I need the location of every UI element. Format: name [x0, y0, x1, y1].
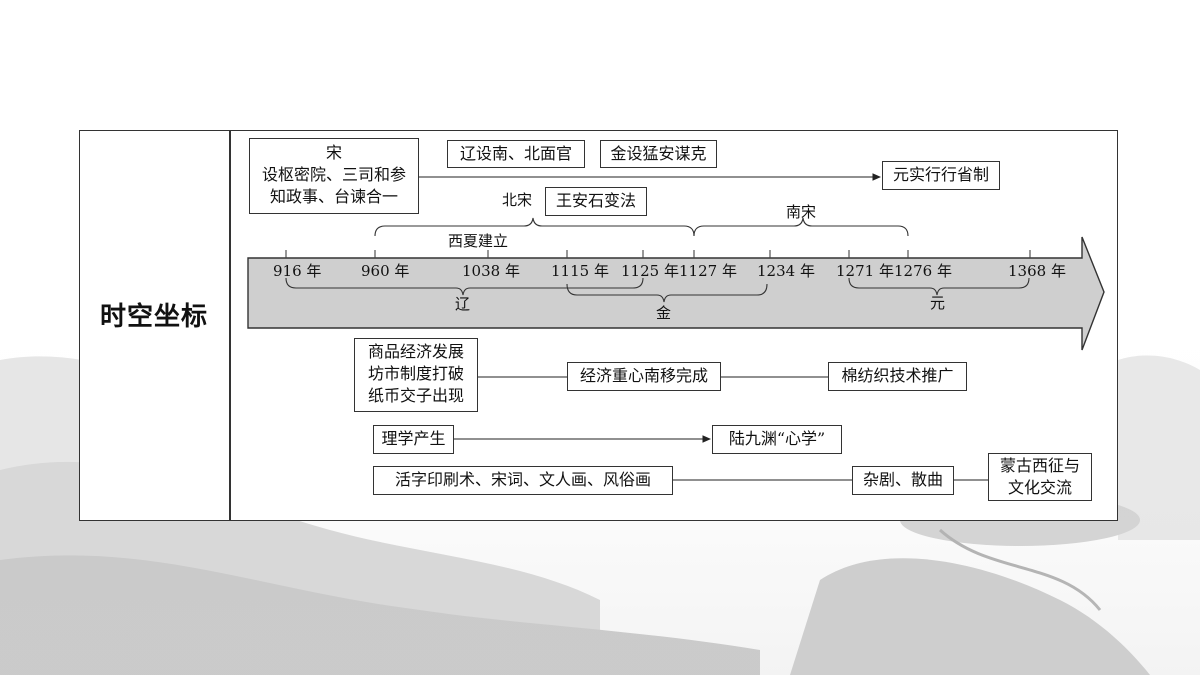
economic-center-shift-text: 经济重心南移完成 — [579, 366, 708, 385]
yuan-label: 元 — [930, 294, 946, 312]
year-ticks — [285, 250, 1031, 258]
year-label: 1368 年 — [1008, 262, 1066, 280]
year-label: 1038 年 — [462, 262, 520, 280]
liao-officials-text: 辽设南、北面官 — [459, 144, 572, 163]
song-institutions-box: 宋 设枢密院、三司和参 知政事、台谏合一 — [249, 138, 419, 214]
yuan-brace — [848, 277, 1030, 296]
year-label: 1127 年 — [679, 262, 737, 280]
lu-jiuyuan-box: 陆九渊“心学” — [712, 425, 842, 454]
column-divider — [229, 130, 231, 521]
liao-label: 辽 — [455, 295, 471, 313]
bei-song-label: 北宋 — [502, 191, 533, 209]
year-label: 1234 年 — [757, 262, 815, 280]
song-arts-text: 活字印刷术、宋词、文人画、风俗画 — [394, 470, 651, 489]
mongol-line-2: 文化交流 — [1007, 478, 1072, 497]
timeline-arrow — [247, 236, 1105, 351]
bei-song-brace — [374, 217, 695, 237]
nan-song-label: 南宋 — [786, 203, 817, 221]
song-institutions-line-1: 设枢密院、三司和参 — [261, 165, 406, 184]
jin-mengan-text: 金设猛安谋克 — [610, 144, 707, 163]
yuan-province-text: 元实行行省制 — [892, 165, 989, 184]
wang-anshi-reform-box: 王安石变法 — [545, 187, 647, 216]
nan-song-brace — [693, 217, 909, 237]
liao-officials-box: 辽设南、北面官 — [447, 140, 585, 168]
song-label: 宋 — [325, 143, 342, 162]
commodity-economy-box: 商品经济发展 坊市制度打破 纸币交子出现 — [354, 338, 478, 412]
neo-confucianism-box: 理学产生 — [373, 425, 454, 454]
mongol-expedition-box: 蒙古西征与 文化交流 — [988, 453, 1092, 501]
zaju-sanqu-box: 杂剧、散曲 — [852, 466, 954, 495]
year-label: 960 年 — [361, 262, 410, 280]
xixia-label: 西夏建立 — [448, 232, 509, 250]
liao-brace — [285, 277, 644, 296]
economy-line-3: 纸币交子出现 — [367, 386, 464, 405]
year-label: 1125 年 — [621, 262, 679, 280]
zaju-sanqu-text: 杂剧、散曲 — [862, 470, 943, 489]
economy-line-2: 坊市制度打破 — [367, 364, 464, 383]
yuan-province-box: 元实行行省制 — [882, 161, 1000, 190]
year-label: 916 年 — [273, 262, 322, 280]
song-arts-box: 活字印刷术、宋词、文人画、风俗画 — [373, 466, 673, 495]
mongol-line-1: 蒙古西征与 — [999, 456, 1080, 475]
neo-confucianism-text: 理学产生 — [381, 429, 446, 448]
section-title: 时空坐标 — [99, 302, 208, 332]
song-institutions-line-2: 知政事、台谏合一 — [269, 187, 398, 206]
year-label: 1271 年 — [836, 262, 894, 280]
cotton-technology-box: 棉纺织技术推广 — [828, 362, 967, 391]
jin-brace — [566, 283, 768, 303]
year-label: 1276 年 — [894, 262, 952, 280]
wang-anshi-reform-text: 王安石变法 — [555, 191, 636, 210]
lu-jiuyuan-text: 陆九渊“心学” — [728, 429, 826, 448]
jin-mengan-box: 金设猛安谋克 — [600, 140, 717, 168]
economic-center-shift-box: 经济重心南移完成 — [567, 362, 721, 391]
economy-line-1: 商品经济发展 — [367, 342, 464, 361]
year-label: 1115 年 — [551, 262, 609, 280]
cotton-technology-text: 棉纺织技术推广 — [841, 366, 954, 385]
jin-label: 金 — [656, 304, 672, 322]
